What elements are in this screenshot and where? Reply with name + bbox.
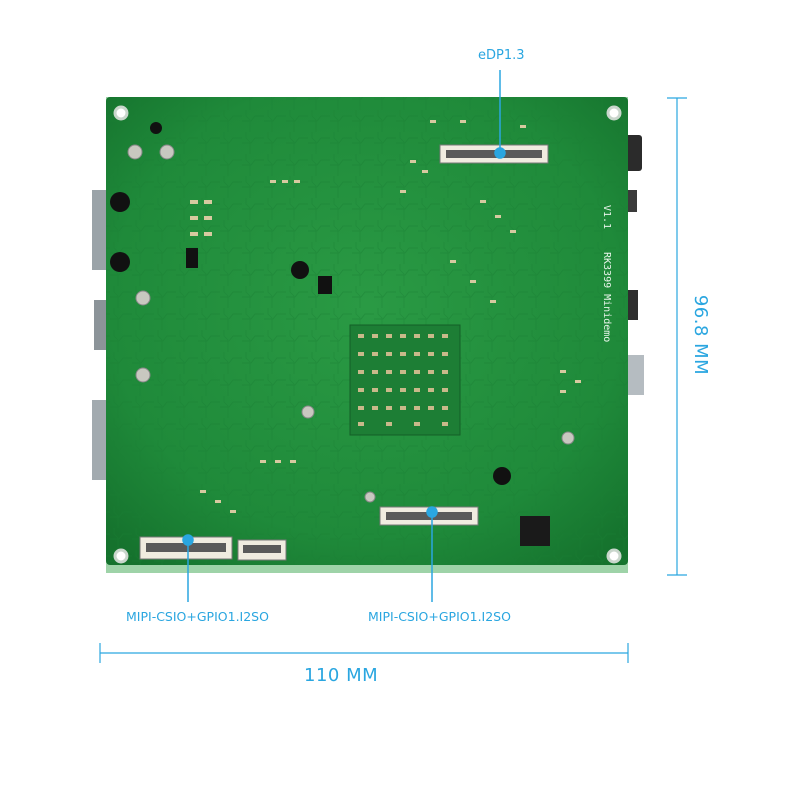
board-width-label: 110 MM	[304, 665, 379, 686]
passive-components	[190, 120, 581, 513]
mipi-connector-left-label: MIPI-CSIO+GPIO1.I2SO	[126, 609, 269, 624]
callout-lines	[182, 70, 506, 602]
soc-cluster	[349, 324, 461, 436]
silkscreen-model: RK3399 Minidemo	[601, 252, 612, 342]
test-pads	[127, 144, 575, 503]
edp-connector-label: eDP1.3	[478, 48, 525, 63]
silkscreen: RK3399 Minidemo V1.1	[601, 205, 612, 342]
dimension-lines	[99, 97, 687, 663]
components	[110, 122, 550, 546]
board-height-label: 96.8 MM	[690, 294, 711, 376]
mounting-holes	[113, 105, 622, 564]
silkscreen-version: V1.1	[601, 205, 612, 229]
mipi-connector-right-label: MIPI-CSIO+GPIO1.I2SO	[368, 609, 511, 624]
